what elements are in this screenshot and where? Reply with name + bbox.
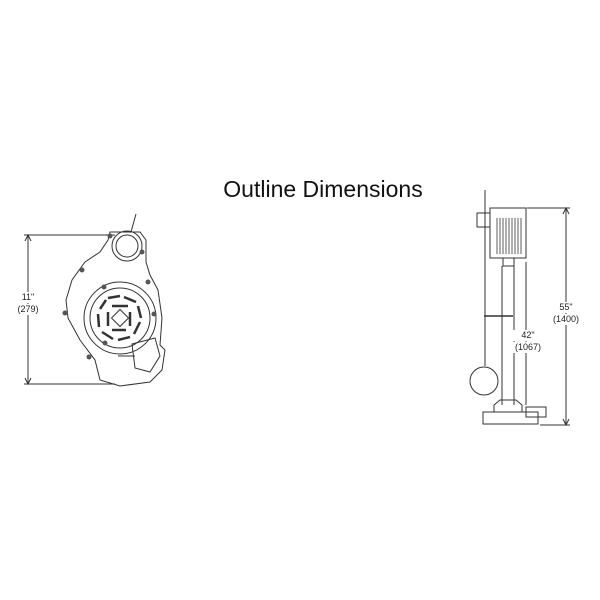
motor-cover (83, 281, 157, 355)
junction-box (131, 337, 161, 373)
page-title: Outline Dimensions (223, 176, 423, 202)
height-label-in: 11" (3, 292, 53, 303)
overall-label-in: 55" (541, 302, 591, 313)
overall-label-mm: (1400) (541, 314, 591, 325)
blower-front-view (24, 213, 166, 387)
column-label-mm: (1067) (503, 342, 553, 353)
column-label-in: 42" (503, 330, 553, 341)
switch-bracket (476, 212, 491, 228)
float-ball (469, 366, 499, 396)
height-label-mm: (279) (3, 304, 53, 315)
base (482, 411, 539, 425)
blower-housing (65, 231, 166, 387)
